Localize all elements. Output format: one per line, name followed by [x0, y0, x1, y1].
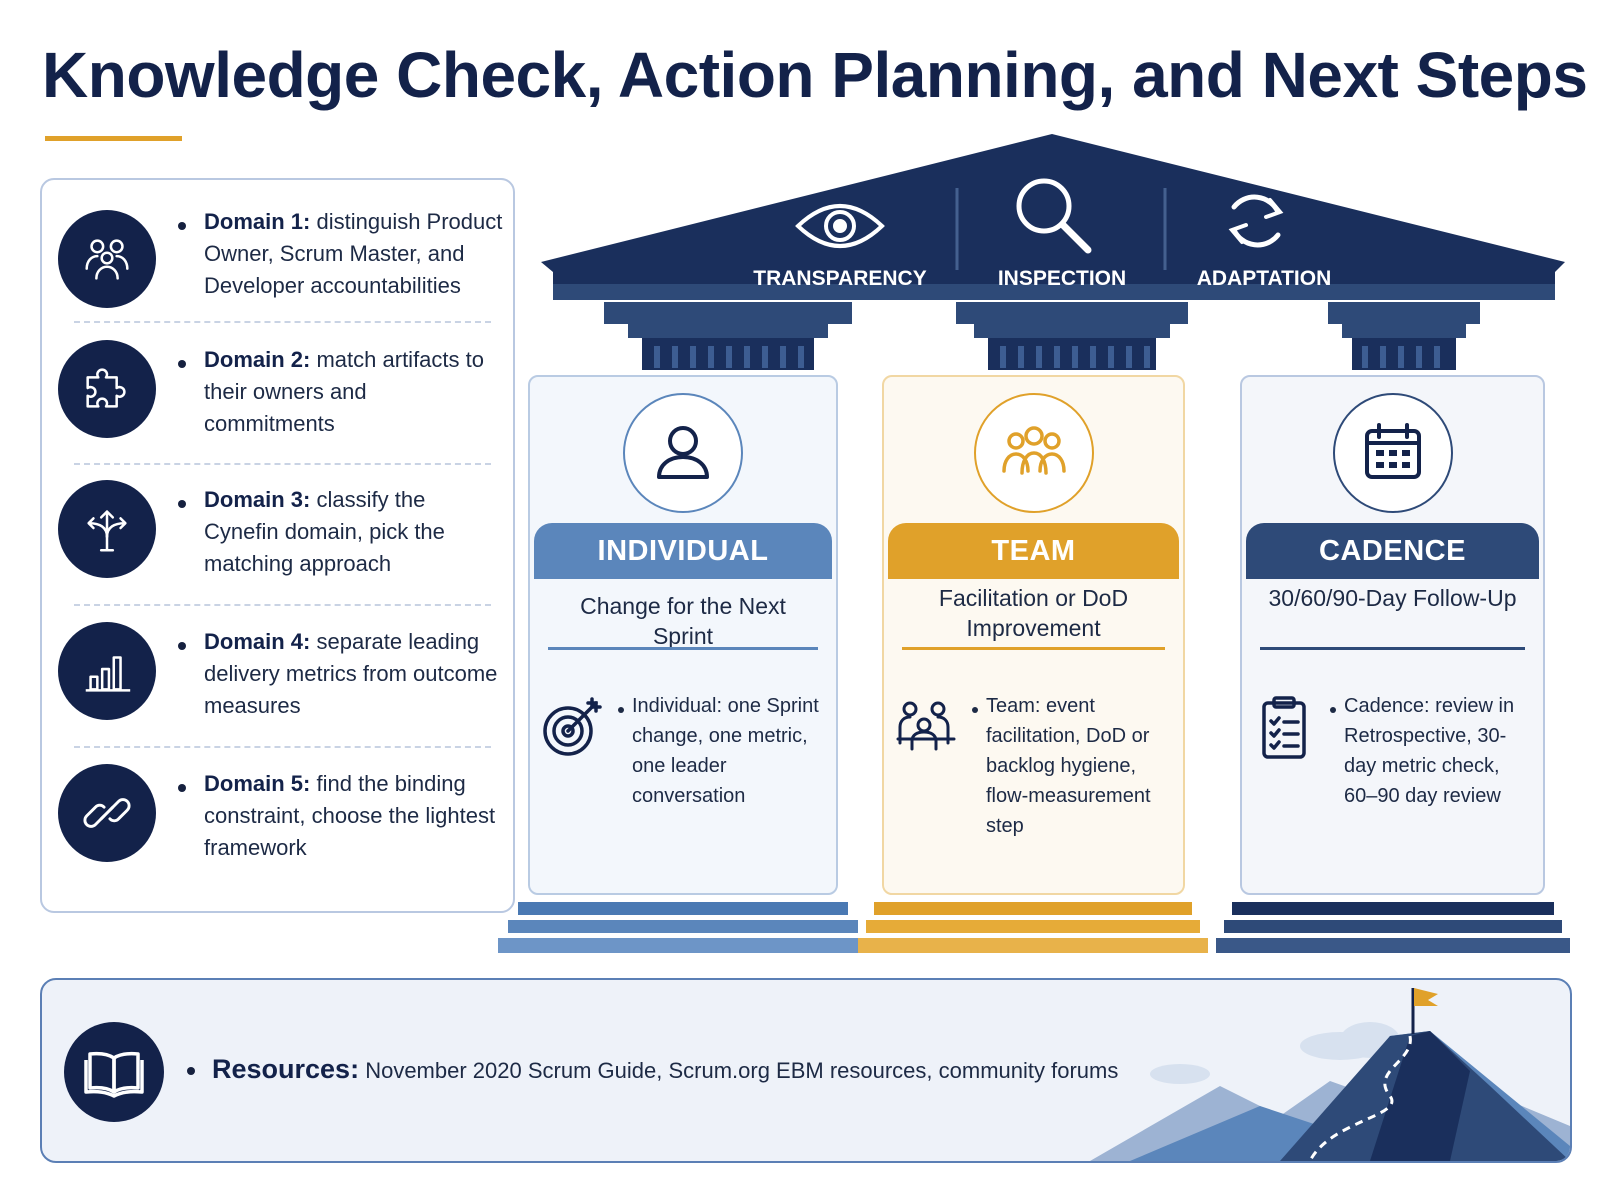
cycle-arrows-icon	[1228, 194, 1284, 248]
pillar-team: TEAM Facilitation or DoD Improvement Tea…	[882, 375, 1185, 895]
base-step	[498, 938, 868, 953]
bullet	[972, 707, 978, 713]
title-underline	[45, 136, 182, 141]
pillar-subtitle: Change for the Next Sprint	[580, 593, 786, 649]
pillar-capital	[604, 302, 852, 370]
domain-item-1: Domain 1: distinguish Product Owner, Scr…	[42, 190, 513, 334]
domain-text: Domain 4: separate leading delivery metr…	[204, 629, 498, 718]
base-step	[518, 902, 848, 915]
pillar-subtitle: Facilitation or DoD Improvement	[938, 585, 1129, 641]
bullet	[178, 500, 186, 508]
resources-text: Resources: November 2020 Scrum Guide, Sc…	[212, 1054, 1119, 1084]
target-icon	[543, 697, 602, 756]
pillar-detail: Team: event facilitation, DoD or backlog…	[986, 695, 1151, 837]
roof-label-transparency: TRANSPARENCY	[753, 267, 926, 290]
domain-item-4: Domain 4: separate leading delivery metr…	[42, 610, 513, 754]
book-icon	[64, 1022, 164, 1122]
base-step	[1232, 902, 1554, 915]
roof-label-inspection: INSPECTION	[998, 267, 1126, 290]
subtitle-rule	[1260, 647, 1525, 650]
group-icon	[973, 393, 1094, 513]
base-step	[866, 920, 1200, 933]
divider	[74, 746, 491, 748]
resources-bar: Resources: November 2020 Scrum Guide, Sc…	[40, 978, 1572, 1163]
domain-text: Domain 1: distinguish Product Owner, Scr…	[204, 209, 503, 298]
page-title: Knowledge Check, Action Planning, and Ne…	[42, 39, 1588, 111]
banner-cadence: CADENCE	[1246, 523, 1539, 579]
bullet	[618, 707, 624, 713]
bullet	[178, 784, 186, 792]
pillar-capital	[956, 302, 1188, 370]
bar-chart-icon	[58, 622, 156, 720]
puzzle-icon	[58, 340, 156, 438]
subtitle-rule	[548, 647, 818, 650]
eye-icon	[795, 204, 885, 248]
domain-text: Domain 3: classify the Cynefin domain, p…	[204, 487, 445, 576]
checklist-icon	[1262, 696, 1306, 759]
people-icon	[58, 210, 156, 308]
domain-item-5: Domain 5: find the binding constraint, c…	[42, 752, 513, 896]
domain-item-3: Domain 3: classify the Cynefin domain, p…	[42, 468, 513, 612]
bullet	[178, 360, 186, 368]
domain-item-2: Domain 2: match artifacts to their owner…	[42, 328, 513, 472]
roof-label-adaptation: ADAPTATION	[1197, 267, 1332, 290]
pillar-individual: INDIVIDUAL Change for the Next Sprint In…	[528, 375, 838, 895]
subtitle-rule	[902, 647, 1165, 650]
domain-text: Domain 5: find the binding constraint, c…	[204, 771, 496, 860]
magnifier-icon	[1016, 178, 1092, 254]
chain-link-icon	[58, 764, 156, 862]
base-step	[508, 920, 858, 933]
bullet	[187, 1067, 195, 1075]
pillar-detail: Individual: one Sprint change, one metri…	[632, 695, 819, 807]
pillar-subtitle: 30/60/90-Day Follow-Up	[1268, 585, 1517, 611]
base-step	[874, 902, 1192, 915]
mountain-flag-illustration	[1090, 988, 1570, 1161]
divider	[74, 604, 491, 606]
bullet	[178, 642, 186, 650]
person-icon	[623, 393, 743, 513]
bullet	[178, 222, 186, 230]
banner-team: TEAM	[888, 523, 1179, 579]
divider	[74, 321, 491, 323]
base-step	[858, 938, 1208, 953]
team-meeting-icon	[896, 701, 956, 751]
base-step	[1224, 920, 1562, 933]
banner-individual: INDIVIDUAL	[534, 523, 832, 579]
branching-arrows-icon	[58, 480, 156, 578]
divider	[74, 463, 491, 465]
temple-roof: TRANSPARENCY INSPECTION ADAPTATION	[541, 134, 1565, 370]
pillar-cadence: CADENCE 30/60/90-Day Follow-Up Cadence: …	[1240, 375, 1545, 895]
calendar-icon	[1332, 393, 1453, 513]
domain-text: Domain 2: match artifacts to their owner…	[204, 347, 484, 436]
pillar-capital	[1328, 302, 1480, 370]
pillar-detail: Cadence: review in Retrospective, 30-day…	[1344, 695, 1515, 807]
bullet	[1330, 707, 1336, 713]
base-step	[1216, 938, 1570, 953]
domain-panel: Domain 1: distinguish Product Owner, Scr…	[40, 178, 515, 913]
